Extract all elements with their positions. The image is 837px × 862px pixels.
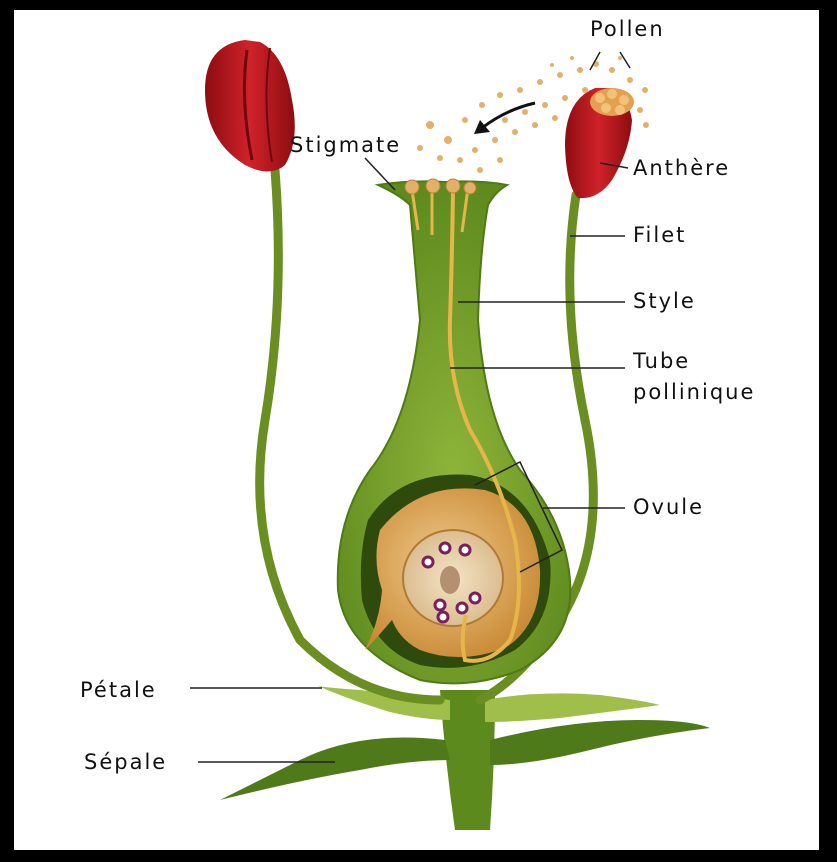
anther-left [205, 40, 295, 172]
label-sepale: Sépale [84, 750, 167, 774]
sepal-right [490, 720, 710, 765]
label-filet: Filet [633, 223, 686, 247]
pollen-arrow [482, 103, 535, 128]
anther-right [565, 88, 634, 198]
petal-right [485, 693, 660, 722]
label-ovule: Ovule [633, 495, 704, 519]
label-anthere: Anthère [633, 156, 730, 180]
label-pollinique: pollinique [633, 380, 755, 404]
label-stigmate: Stigmate [290, 133, 401, 157]
label-petale: Pétale [80, 678, 157, 702]
label-style: Style [633, 289, 696, 313]
sepal-left [220, 738, 450, 801]
label-tube: Tube [632, 349, 690, 373]
label-pollen: Pollen [590, 17, 665, 41]
